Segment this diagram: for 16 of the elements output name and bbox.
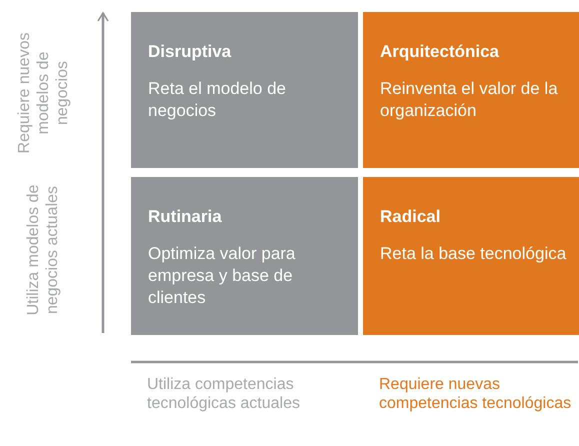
quadrant-box [131, 177, 358, 335]
quadrant-box [131, 12, 358, 168]
axis-label: Requiere nuevas competencias tecnológicas [379, 375, 572, 413]
quadrant-description: Reta la base tecnológica [380, 243, 568, 265]
quadrant-box [363, 12, 579, 168]
quadrant-heading: Radical [380, 207, 442, 227]
quadrant-box [363, 177, 579, 335]
axis-label: Requiere nuevos modelos de negocios [14, 32, 72, 156]
quadrant-description: Reta el modelo de negocios [148, 78, 287, 122]
axis-label: Utiliza competencias tecnológicas actuales [147, 375, 301, 413]
axis-label: Utiliza modelos de negocios actuales [24, 184, 62, 318]
quadrant-heading: Arquitectónica [380, 42, 500, 62]
quadrant-description: Reinventa el valor de la organización [380, 78, 559, 122]
quadrant-description: Optimiza valor para empresa y base de clientes [148, 243, 296, 309]
quadrant-heading: Rutinaria [148, 207, 223, 227]
quadrant-heading: Disruptiva [148, 42, 232, 62]
